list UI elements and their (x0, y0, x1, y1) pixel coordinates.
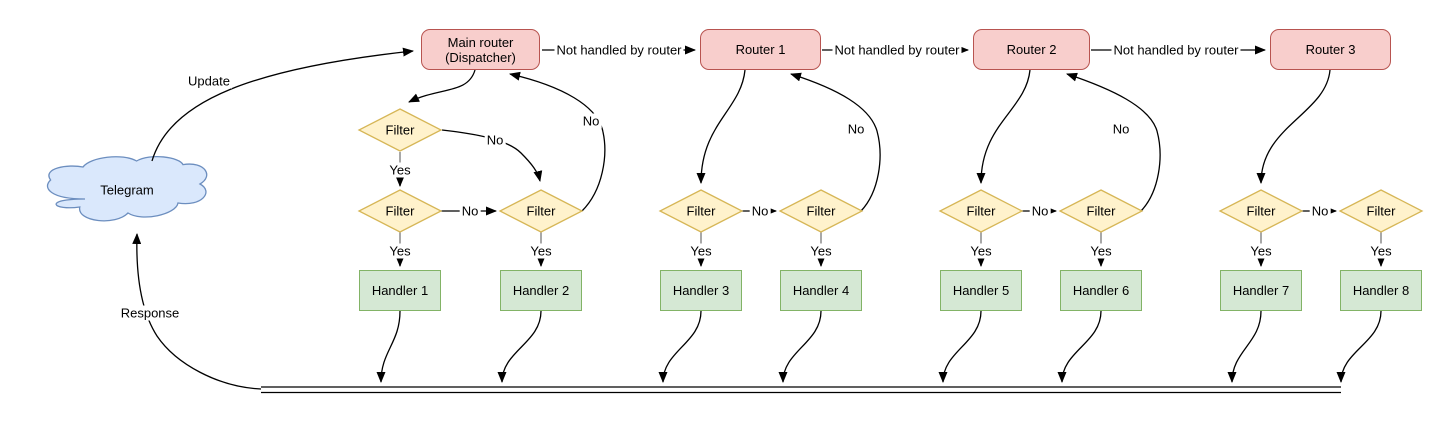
filter-label: Filter (806, 203, 836, 219)
handler7-node: Handler 7 (1220, 270, 1302, 311)
main-router-node: Main router (Dispatcher) (421, 29, 540, 70)
filter-diamond (658, 189, 744, 233)
filter-label: Filter (1086, 203, 1116, 219)
edge-label-no: No (580, 113, 602, 129)
edge-label-yes: Yes (528, 243, 554, 259)
filter-diamond (938, 189, 1024, 233)
edge-label-not-handled: Not handled by router (832, 42, 962, 58)
edge-label-no: No (1309, 203, 1331, 219)
edge-label-yes: Yes (1368, 243, 1394, 259)
edge-handler5-to-bus (938, 310, 982, 383)
edge-handler8-to-bus (1336, 310, 1382, 383)
edge-label-yes: Yes (1088, 243, 1114, 259)
edge-label-no: No (459, 203, 481, 219)
edge-handler1-to-bus (376, 310, 401, 383)
handler1-node: Handler 1 (359, 270, 441, 311)
edge-handler2-to-bus (497, 310, 542, 383)
edge-label-no: No (845, 121, 867, 137)
filter-diamond (357, 189, 443, 233)
edge-handler4-to-bus (778, 310, 822, 383)
edge-handler7-to-bus (1227, 310, 1262, 383)
edge-label-update: Update (186, 73, 232, 89)
edge-no-return-to-dispatcher (509, 71, 606, 212)
main-router-label-line1: Main router (447, 34, 514, 50)
handler3-node: Handler 3 (660, 270, 742, 311)
filter-diamond (1058, 189, 1144, 233)
edge-router3-to-filter (1256, 69, 1331, 184)
edge-label-no: No (1029, 203, 1051, 219)
filter-diamond (1338, 189, 1424, 233)
edge-no-return-to-router2 (1066, 72, 1161, 212)
router1-node: Router 1 (700, 29, 821, 70)
edge-response (132, 233, 262, 390)
filter-label: Filter (966, 203, 996, 219)
edge-label-no: No (1110, 121, 1132, 137)
edge-handler6-to-bus (1057, 310, 1102, 383)
edge-label-not-handled: Not handled by router (554, 42, 684, 58)
edge-filterA-no-to-filterC (441, 129, 543, 182)
edge-router2-to-filter (976, 69, 1031, 184)
edge-dispatcher-to-filter (408, 69, 476, 103)
edge-update (151, 47, 414, 162)
filter-diamond (1218, 189, 1304, 233)
filter-label: Filter (526, 203, 556, 219)
telegram-cloud-label: Telegram (100, 182, 154, 198)
filter-label: Filter (1366, 203, 1396, 219)
telegram-cloud-shape (46, 155, 208, 222)
handler6-node: Handler 6 (1060, 270, 1142, 311)
edge-label-yes: Yes (808, 243, 834, 259)
filter-diamond (778, 189, 864, 233)
filter-diamond (498, 189, 584, 233)
router3-node: Router 3 (1270, 29, 1391, 70)
filter-label: Filter (686, 203, 716, 219)
edge-router1-to-filter (696, 69, 746, 184)
filter-label: Filter (385, 122, 415, 138)
main-router-label-line2: (Dispatcher) (445, 49, 516, 65)
edge-handler3-to-bus (658, 310, 702, 383)
edge-label-yes: Yes (968, 243, 994, 259)
edge-no-return-to-router1 (790, 72, 881, 212)
edge-label-yes: Yes (387, 243, 413, 259)
filter-label: Filter (385, 203, 415, 219)
handler4-node: Handler 4 (780, 270, 862, 311)
edge-label-no: No (749, 203, 771, 219)
edge-label-yes: Yes (387, 162, 413, 178)
handler5-node: Handler 5 (940, 270, 1022, 311)
handler8-node: Handler 8 (1340, 270, 1422, 311)
edge-label-yes: Yes (1248, 243, 1274, 259)
filter-label: Filter (1246, 203, 1276, 219)
edge-label-not-handled: Not handled by router (1111, 42, 1241, 58)
edge-label-response: Response (118, 305, 182, 321)
filter-diamond (357, 108, 443, 152)
router2-node: Router 2 (973, 29, 1090, 70)
handler2-node: Handler 2 (500, 270, 582, 311)
edge-label-yes: Yes (688, 243, 714, 259)
edge-label-no: No (484, 132, 506, 148)
